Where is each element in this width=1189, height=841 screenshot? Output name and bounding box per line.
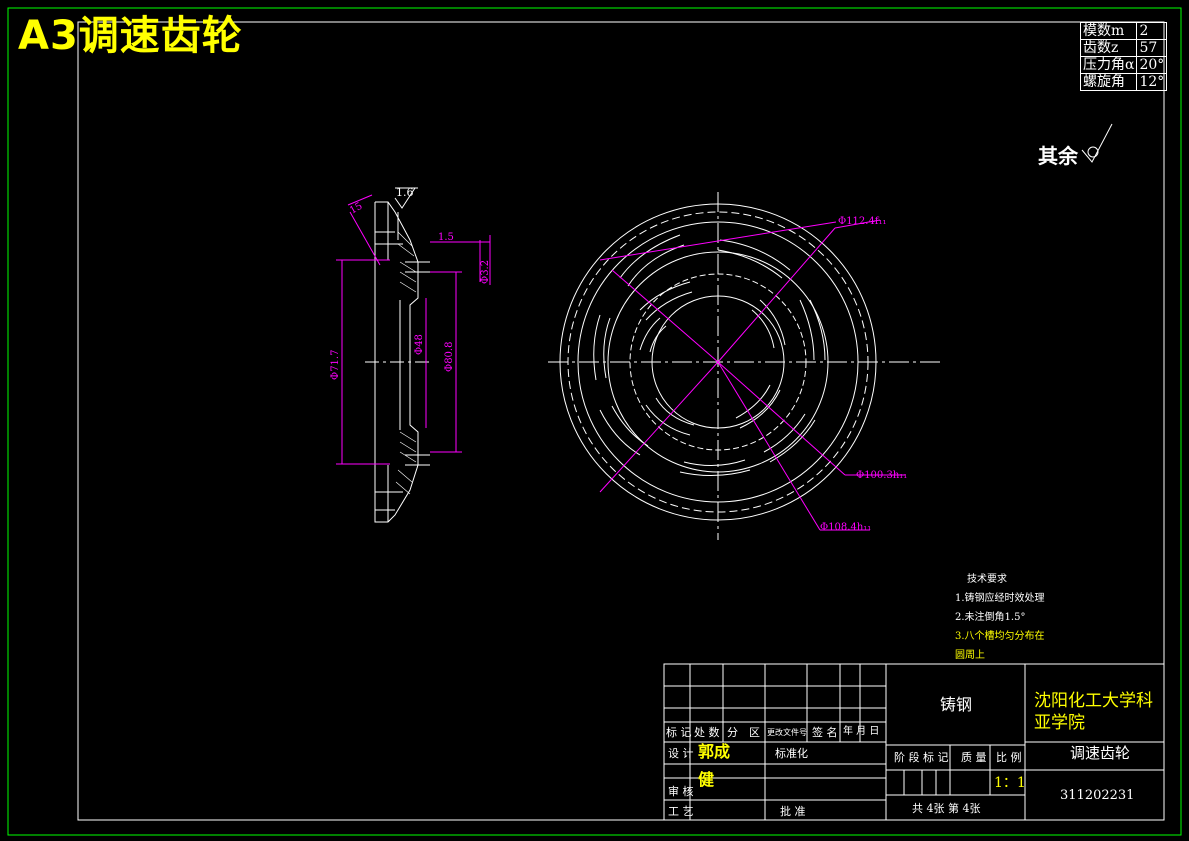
- tb-scale: 1：1: [994, 775, 1026, 791]
- param-value: 20°: [1136, 56, 1168, 74]
- dim-step: 1.5: [438, 232, 454, 243]
- tb-school: 沈阳化工大学科亚学院: [1034, 691, 1153, 733]
- dim-front-top: Φ112.4f₁₁: [838, 216, 887, 227]
- section-dimensions: [336, 194, 491, 465]
- title-block-grid: [663, 663, 1165, 821]
- dim-roughness-top: 1.6: [396, 186, 414, 199]
- tb-date: 年 月 日: [843, 726, 880, 737]
- tb-sign: 签 名: [812, 726, 838, 739]
- note-item: 圆周上: [955, 650, 985, 661]
- param-label: 压力角α: [1079, 56, 1138, 74]
- dim-d1: Φ3.2: [480, 260, 491, 284]
- tb-sheets: 共 4张 第 4张: [912, 802, 981, 815]
- tb-ratio: 比 例: [996, 751, 1022, 764]
- roughness-label: 其余: [1038, 144, 1078, 168]
- inner-frame: [77, 21, 1165, 821]
- param-label: 齿数z: [1079, 39, 1138, 57]
- dim-d2: Φ71.7: [330, 350, 341, 380]
- technical-notes: 技术要求 1.铸钢应经时效处理 2.未注倒角1.5° 3.八个槽均匀分布在 圆周…: [955, 570, 1045, 665]
- tb-number: 311202231: [1060, 788, 1135, 803]
- dim-d4: Φ80.8: [444, 342, 455, 372]
- param-label: 螺旋角: [1079, 73, 1138, 91]
- tb-designer: 郭成: [698, 742, 731, 761]
- dim-chamfer: 15: [348, 201, 365, 217]
- tb-mark: 标 记: [666, 726, 692, 739]
- tb-docno: 更改文件号: [767, 728, 807, 737]
- section-view: [365, 201, 430, 523]
- tb-part-name: 调速齿轮: [1070, 744, 1131, 762]
- param-value: 57: [1136, 39, 1168, 57]
- tb-material: 铸钢: [940, 695, 973, 714]
- front-view: [548, 192, 940, 540]
- note-item: 2.未注倒角1.5°: [955, 612, 1026, 623]
- note-item: 3.八个槽均匀分布在: [955, 631, 1045, 642]
- tb-zone: 分 区: [727, 726, 760, 739]
- roughness-circle: [1087, 146, 1099, 158]
- front-dimensions: [599, 219, 905, 531]
- tb-approve: 批 准: [780, 805, 806, 818]
- tb-standard: 标准化: [775, 747, 808, 760]
- tb-weight: 质 量: [961, 751, 987, 764]
- page-title: A3调速齿轮: [18, 13, 243, 59]
- tb-stage: 阶 段 标 记: [894, 751, 949, 764]
- param-value: 12°: [1136, 73, 1168, 91]
- roughness-symbol-top: [394, 187, 418, 209]
- tb-process: 工 艺: [668, 805, 694, 818]
- tb-designer-2: 健: [698, 770, 715, 789]
- param-label: 模数m: [1079, 22, 1138, 40]
- notes-title: 技术要求: [967, 574, 1007, 585]
- dim-d3: Φ48: [414, 334, 425, 355]
- roughness-symbol: [1081, 123, 1113, 163]
- param-value: 2: [1136, 22, 1168, 40]
- dim-front-bottom: Φ108.4h₁₁: [820, 522, 871, 533]
- tb-count: 处 数: [694, 726, 720, 739]
- note-item: 1.铸钢应经时效处理: [955, 593, 1045, 604]
- dim-front-mid: Φ100.3h₁₁: [856, 470, 907, 481]
- tb-design: 设 计: [668, 747, 694, 760]
- tb-review: 审 核: [668, 785, 694, 798]
- outer-frame: [7, 7, 1182, 836]
